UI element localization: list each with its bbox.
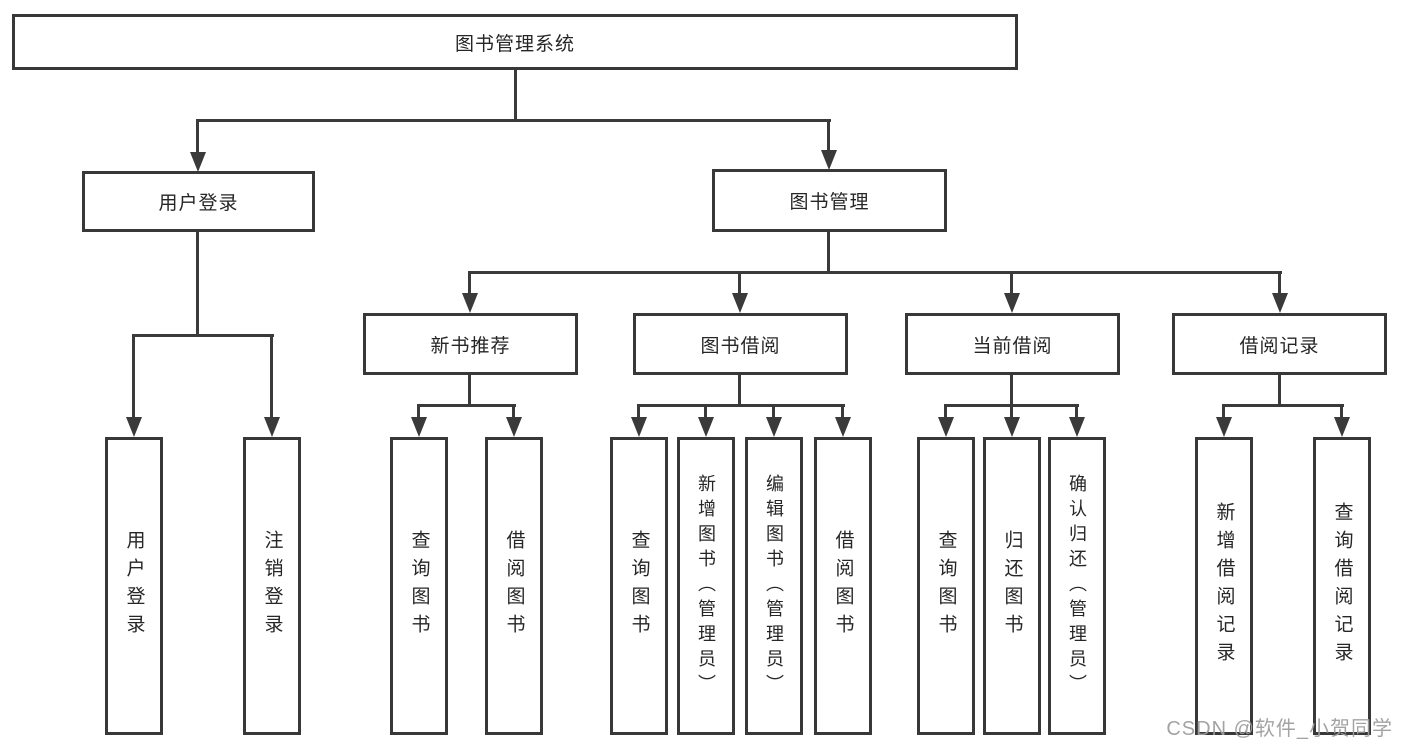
connector-drop-leaf	[944, 404, 947, 420]
leaf-user-login: 用户登录	[105, 437, 163, 735]
arrowhead-down-icon	[766, 417, 782, 437]
node-book-management: 图书管理	[712, 169, 947, 232]
connector-records-stem	[1278, 375, 1281, 406]
leaf-add-book-admin: 新增图书（管理员）	[677, 437, 735, 735]
connector-recommend-bar	[418, 404, 516, 407]
leaf-edit-book-admin: 编辑图书（管理员）	[745, 437, 803, 735]
node-label: 图书管理系统	[454, 33, 575, 55]
leaf-label: 确认归还（管理员）	[1067, 473, 1087, 699]
connector-drop-level3	[468, 271, 471, 296]
arrowhead-down-icon	[1004, 417, 1020, 437]
connector-level3-bar	[469, 271, 1282, 274]
leaf-query-borrow-record: 查询借阅记录	[1313, 437, 1371, 735]
leaf-borrow-books: 借阅图书	[814, 437, 872, 735]
arrowhead-down-icon	[1272, 293, 1288, 313]
connector-drop-leaf	[512, 404, 515, 420]
connector-drop-leaf	[1340, 404, 1343, 420]
arrowhead-down-icon	[126, 417, 142, 437]
leaf-query-books-borrow: 查询图书	[610, 437, 668, 735]
connector-drop-book-management	[827, 119, 830, 155]
node-label: 图书借阅	[700, 335, 781, 357]
leaf-label: 新增图书（管理员）	[696, 473, 716, 699]
connector-drop-level3	[1278, 271, 1281, 296]
node-borrow-records: 借阅记录	[1172, 313, 1387, 375]
connector-drop-level3	[1010, 271, 1013, 296]
arrowhead-down-icon	[835, 417, 851, 437]
node-label: 当前借阅	[972, 335, 1053, 357]
connector-drop-leaf	[1075, 404, 1078, 420]
connector-drop-leaf	[704, 404, 707, 420]
node-current-borrow: 当前借阅	[905, 313, 1120, 375]
leaf-label: 查询图书	[408, 530, 430, 642]
csdn-watermark: CSDN @软件_小贺同学	[1166, 718, 1393, 740]
leaf-label: 注销登录	[261, 530, 283, 642]
leaf-label: 编辑图书（管理员）	[764, 473, 784, 699]
leaf-query-books-recommend: 查询图书	[390, 437, 448, 735]
connector-recommend-stem	[468, 375, 471, 406]
node-label: 新书推荐	[430, 335, 511, 357]
node-label: 图书管理	[789, 192, 870, 213]
arrowhead-down-icon	[264, 417, 280, 437]
connector-drop-user-login	[196, 119, 199, 155]
node-label: 用户登录	[158, 193, 239, 214]
arrowhead-down-icon	[462, 293, 478, 313]
connector-borrow-stem	[738, 375, 741, 406]
connector-book-management-stem	[827, 232, 830, 273]
arrowhead-down-icon	[411, 417, 427, 437]
connector-borrow-bar	[638, 404, 845, 407]
connector-drop-leaf	[132, 334, 135, 420]
node-new-book-recommend: 新书推荐	[363, 313, 578, 375]
leaf-label: 用户登录	[123, 530, 145, 642]
arrowhead-down-icon	[938, 417, 954, 437]
arrowhead-down-icon	[1069, 417, 1085, 437]
leaf-label: 查询图书	[935, 530, 957, 642]
leaf-add-borrow-record: 新增借阅记录	[1195, 437, 1253, 735]
leaf-return-book: 归还图书	[983, 437, 1041, 735]
connector-drop-leaf	[637, 404, 640, 420]
leaf-logout: 注销登录	[243, 437, 301, 735]
connector-drop-leaf	[270, 334, 273, 420]
connector-user-login-stem	[196, 232, 199, 337]
leaf-label: 借阅图书	[503, 530, 525, 642]
connector-drop-leaf	[841, 404, 844, 420]
connector-current-stem	[1010, 375, 1013, 406]
leaf-label: 查询图书	[628, 530, 650, 642]
connector-drop-leaf	[1010, 404, 1013, 420]
leaf-label: 新增借阅记录	[1213, 502, 1235, 670]
leaf-label: 借阅图书	[832, 530, 854, 642]
connector-level2-bar	[197, 119, 831, 122]
connector-user-login-bar	[132, 334, 274, 337]
node-user-login: 用户登录	[82, 171, 315, 232]
arrowhead-down-icon	[506, 417, 522, 437]
node-book-borrow: 图书借阅	[633, 313, 848, 375]
leaf-borrow-books-recommend: 借阅图书	[485, 437, 543, 735]
connector-drop-leaf	[417, 404, 420, 420]
arrowhead-down-icon	[1216, 417, 1232, 437]
connector-root-stem	[514, 70, 517, 121]
arrowhead-down-icon	[190, 152, 206, 172]
arrowhead-down-icon	[698, 417, 714, 437]
leaf-query-books-current: 查询图书	[917, 437, 975, 735]
arrowhead-down-icon	[1334, 417, 1350, 437]
node-root-library-system: 图书管理系统	[12, 14, 1018, 70]
leaf-label: 查询借阅记录	[1331, 502, 1353, 670]
arrowhead-down-icon	[732, 293, 748, 313]
connector-drop-level3	[738, 271, 741, 296]
arrowhead-down-icon	[821, 150, 837, 170]
arrowhead-down-icon	[631, 417, 647, 437]
connector-drop-leaf	[772, 404, 775, 420]
leaf-confirm-return-admin: 确认归还（管理员）	[1048, 437, 1106, 735]
arrowhead-down-icon	[1004, 293, 1020, 313]
leaf-label: 归还图书	[1001, 530, 1023, 642]
connector-drop-leaf	[1222, 404, 1225, 420]
node-label: 借阅记录	[1239, 335, 1320, 357]
connector-records-bar	[1223, 404, 1344, 407]
